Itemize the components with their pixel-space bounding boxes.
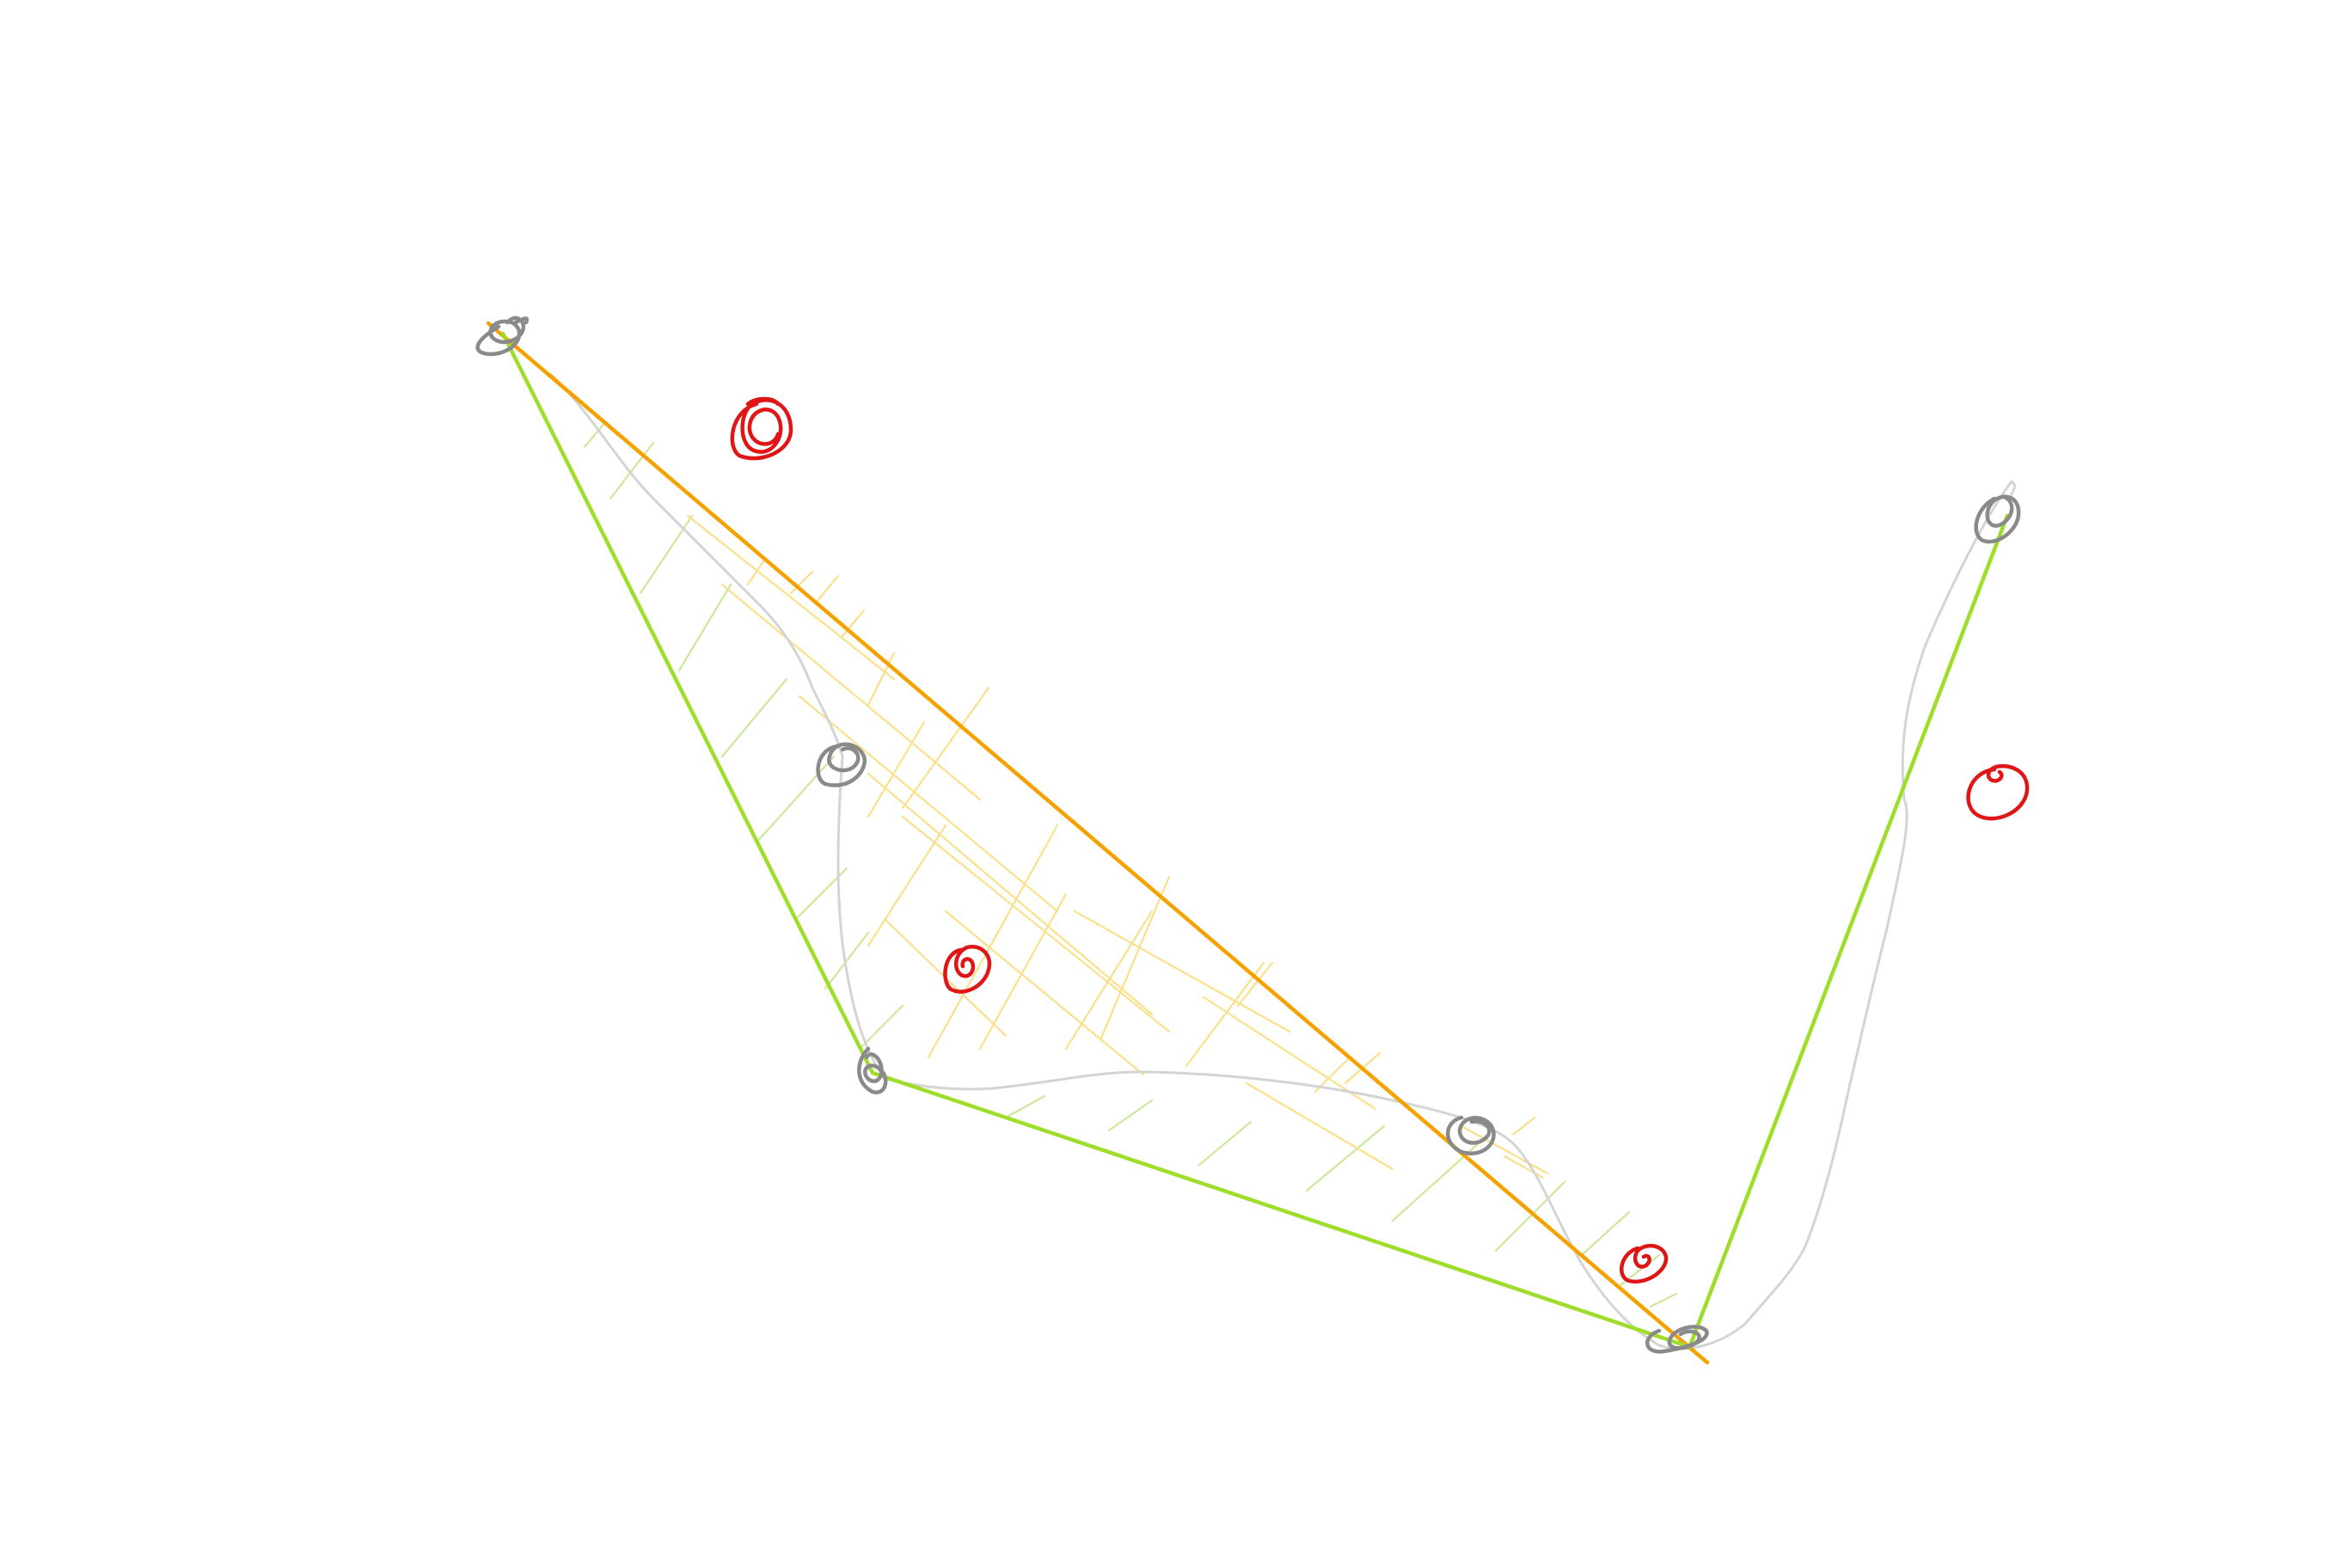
gray-node-1[interactable] [475, 315, 530, 357]
green-hatch-region [583, 420, 1678, 1308]
red-mark-4[interactable] [1966, 763, 2030, 821]
green-line-3[interactable] [1687, 513, 2010, 1351]
gray-guide-curve [548, 372, 2017, 1351]
green-lines-group [500, 331, 2010, 1351]
gray-node-5[interactable] [1645, 1325, 1709, 1354]
green-line-2[interactable] [870, 1070, 1687, 1348]
red-mark-3[interactable] [1620, 1243, 1669, 1284]
yellow-hatch-region [686, 514, 1549, 1179]
guide-curve-path [548, 372, 2017, 1351]
gray-nodes-group [475, 315, 2021, 1354]
gray-node-3[interactable] [857, 1046, 888, 1094]
red-marks-group [730, 396, 2030, 1284]
red-mark-2[interactable] [943, 944, 992, 994]
orange-line-group [486, 321, 1710, 1365]
orange-line[interactable] [486, 321, 1710, 1365]
gray-node-2[interactable] [816, 742, 867, 787]
red-mark-1[interactable] [730, 396, 793, 461]
green-line-1[interactable] [500, 331, 875, 1075]
gray-node-4[interactable] [1446, 1115, 1496, 1155]
gray-node-6[interactable] [1974, 494, 2021, 544]
